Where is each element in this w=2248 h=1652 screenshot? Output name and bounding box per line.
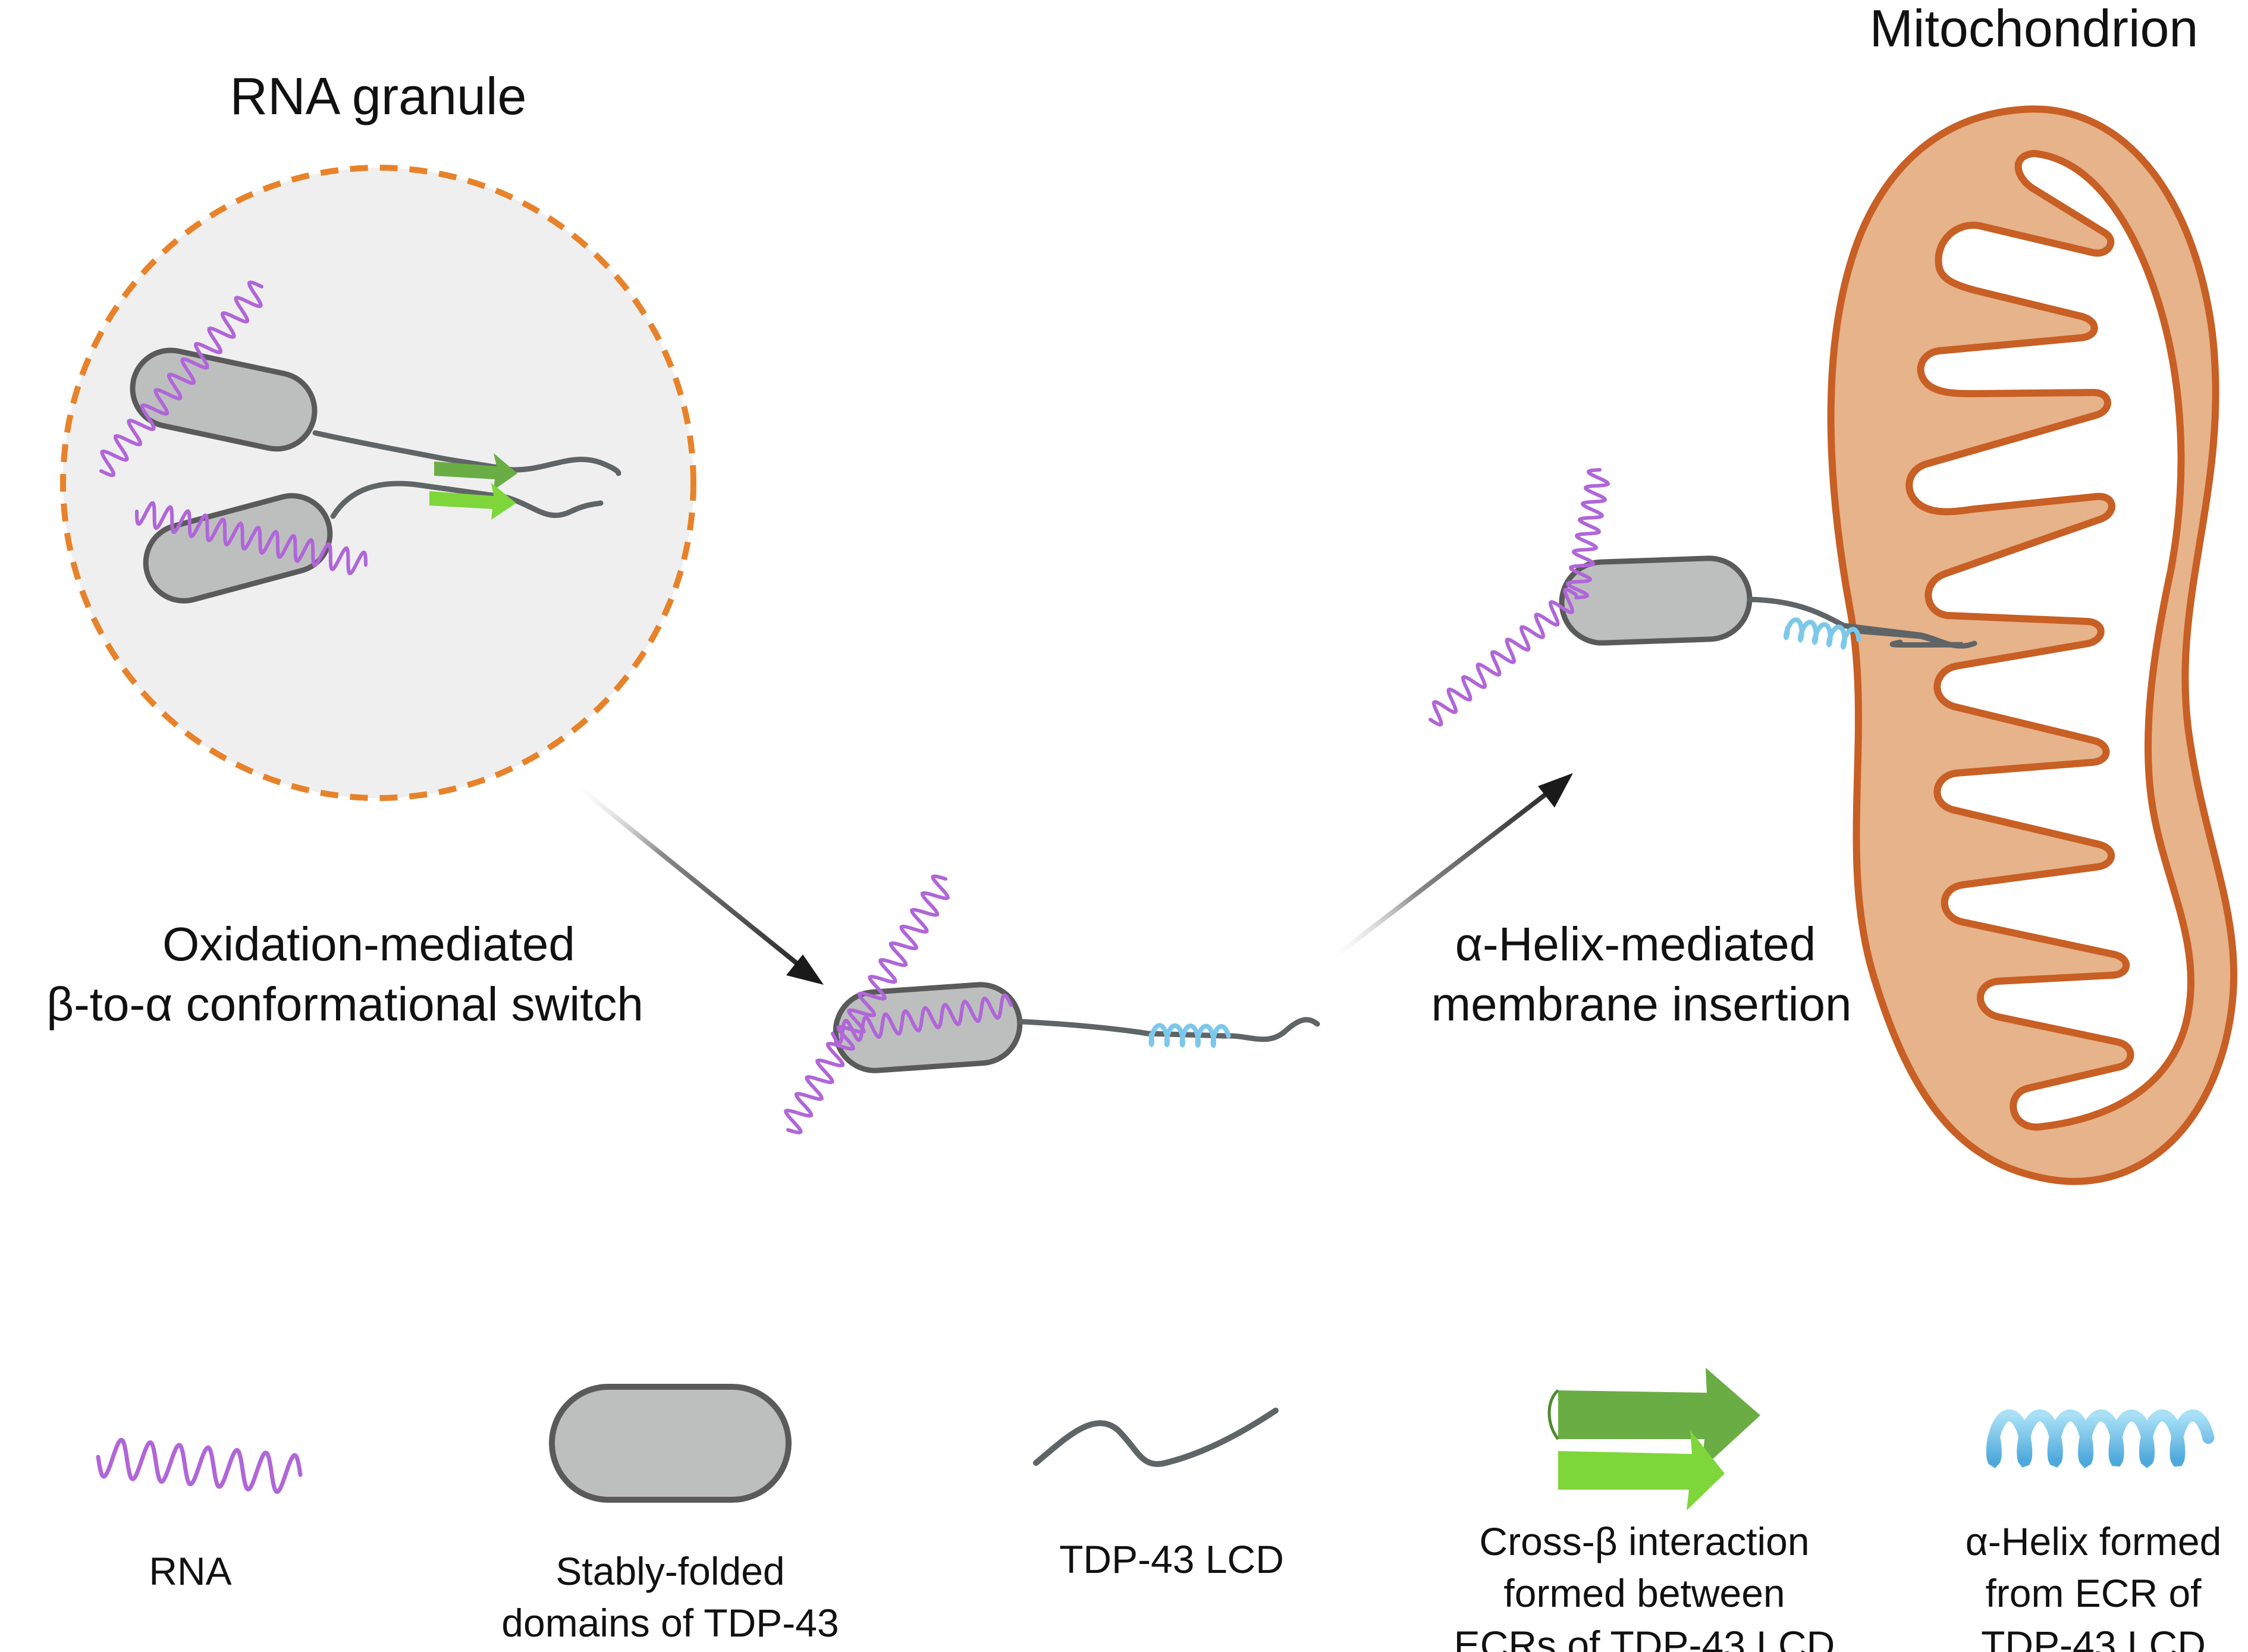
switch-caption-line1: Oxidation-mediated bbox=[162, 918, 575, 971]
lcd-tail-icon bbox=[312, 430, 621, 476]
legend-item-helix: α-Helix formed from ECR of TDP-43 LCD bbox=[1966, 1409, 2222, 1652]
alpha-helix-icon bbox=[1986, 1409, 2215, 1468]
rna-strand-icon bbox=[135, 501, 368, 576]
legend-item-rna: RNA bbox=[96, 1437, 303, 1593]
mitochondrion: Mitochondrion bbox=[1428, 0, 2237, 1185]
lcd-tail-icon bbox=[1019, 1017, 1320, 1042]
legend-label-helix-line2: from ECR of bbox=[1985, 1571, 2202, 1615]
rna-strand-icon bbox=[99, 280, 263, 478]
insertion-caption-line1: α-Helix-mediated bbox=[1455, 918, 1816, 971]
legend-label-helix-line3: TDP-43 LCD bbox=[1981, 1623, 2206, 1652]
legend-item-lcd: TDP-43 LCD bbox=[1033, 1408, 1284, 1581]
rna-strand-icon bbox=[1566, 468, 1610, 599]
mitochondrion-inner-membrane bbox=[1905, 150, 2194, 1131]
folded-domain-icon bbox=[130, 347, 318, 452]
lcd-tail-icon bbox=[1033, 1408, 1279, 1467]
legend-label-helix-line1: α-Helix formed bbox=[1966, 1519, 2222, 1563]
folded-domain-icon bbox=[143, 493, 333, 604]
legend-label-rna: RNA bbox=[149, 1549, 231, 1593]
legend-label-domains-line1: Stably-folded bbox=[555, 1549, 784, 1593]
legend-label-cross-beta-line2: formed between bbox=[1503, 1571, 1785, 1615]
lcd-tail-icon bbox=[330, 480, 604, 519]
legend-item-domains: Stably-folded domains of TDP-43 bbox=[501, 1384, 839, 1645]
insertion-caption-line2: membrane insertion bbox=[1431, 978, 1852, 1031]
mitochondrion-title: Mitochondrion bbox=[1870, 0, 2199, 58]
legend: RNA Stably-folded domains of TDP-43 TDP-… bbox=[96, 1368, 2222, 1652]
legend-item-cross-beta: Cross-β interaction formed between ECRs … bbox=[1454, 1368, 1835, 1652]
rna-strand-icon bbox=[96, 1437, 303, 1494]
legend-label-domains-line2: domains of TDP-43 bbox=[501, 1601, 839, 1645]
legend-label-cross-beta-line3: ECRs of TDP-43 LCD bbox=[1454, 1623, 1835, 1652]
arrow-icon bbox=[1330, 773, 1573, 961]
alpha-helix-icon bbox=[1148, 1023, 1231, 1048]
rna-granule-title: RNA granule bbox=[230, 67, 527, 125]
legend-label-cross-beta-line1: Cross-β interaction bbox=[1479, 1519, 1809, 1563]
tdp43-protein-helix bbox=[784, 874, 1320, 1135]
switch-caption-line2: β-to-α conformational switch bbox=[46, 978, 643, 1031]
cross-beta-sheet-icon bbox=[1547, 1368, 1760, 1510]
cross-beta-sheet-icon bbox=[429, 453, 517, 520]
lcd-tail-icon bbox=[1847, 627, 1977, 649]
alpha-helix-icon bbox=[1783, 617, 1861, 650]
folded-domain-icon bbox=[1559, 555, 1753, 646]
legend-label-lcd: TDP-43 LCD bbox=[1059, 1537, 1284, 1581]
rna-granule: RNA granule bbox=[60, 67, 696, 801]
arrow-icon bbox=[578, 786, 824, 985]
rna-strand-icon bbox=[784, 874, 950, 1135]
rna-strand-icon bbox=[1428, 588, 1578, 727]
rna-strand-icon bbox=[831, 993, 1013, 1045]
folded-domain-icon bbox=[549, 1384, 792, 1503]
